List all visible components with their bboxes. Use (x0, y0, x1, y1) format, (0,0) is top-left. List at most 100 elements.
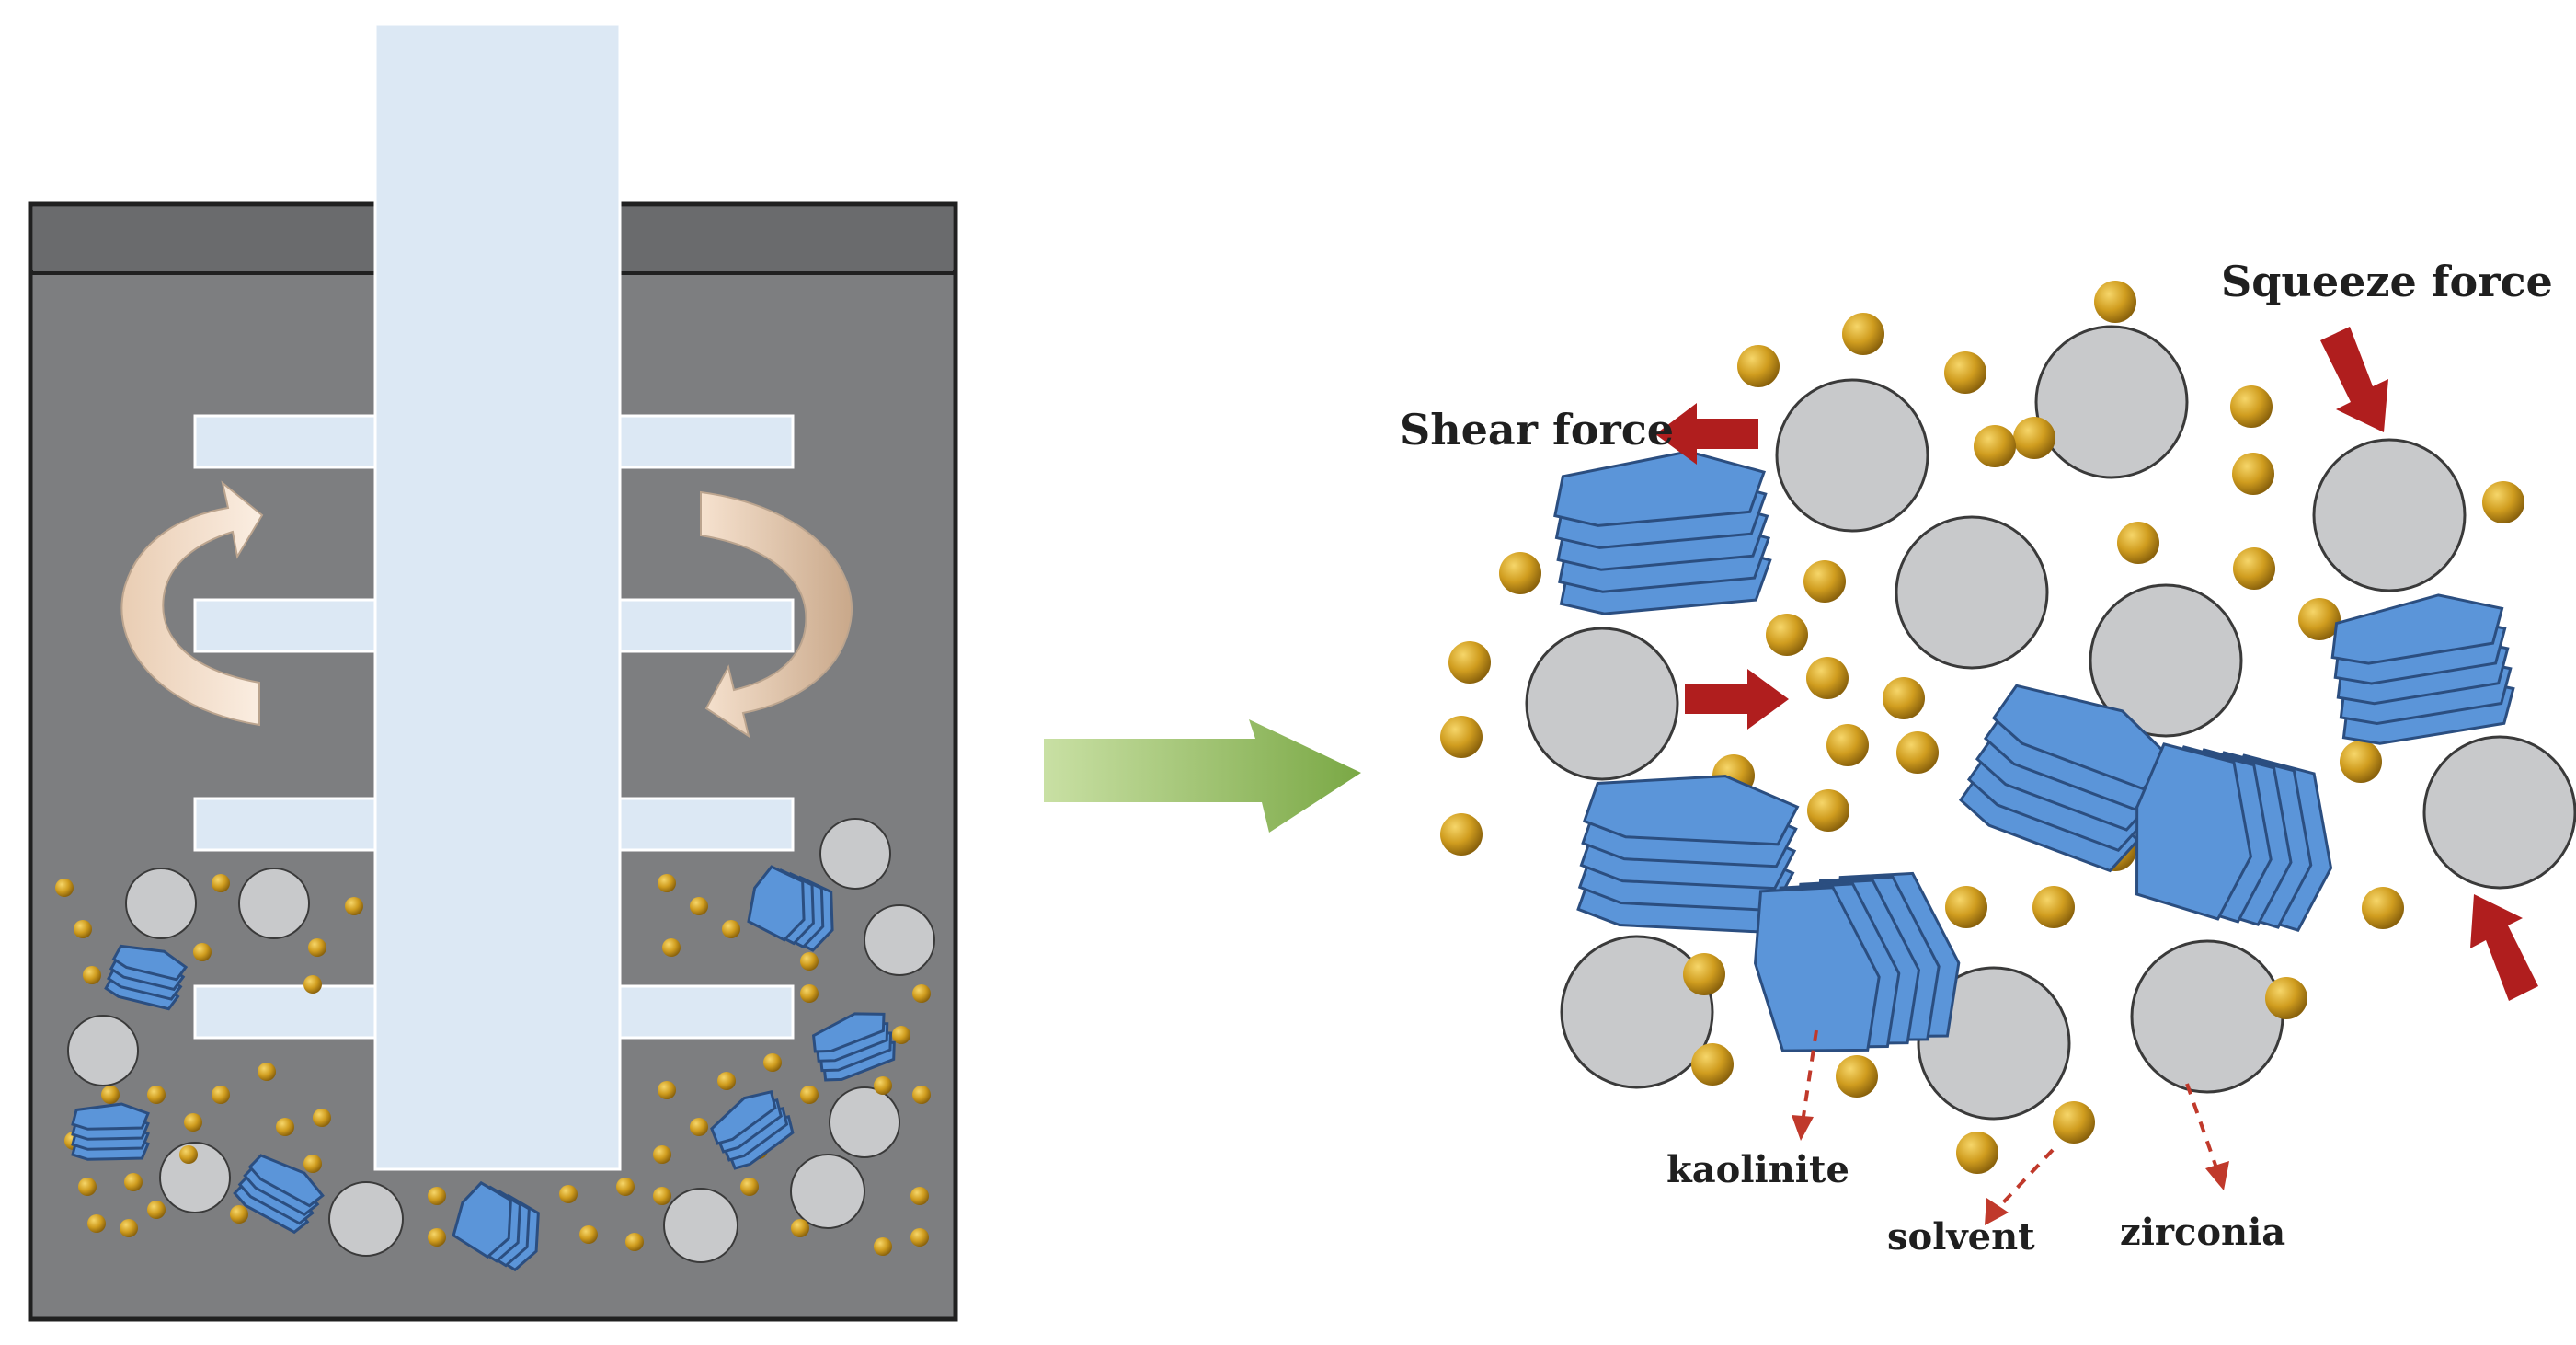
solvent-particle (303, 975, 322, 994)
solvent-particle (662, 938, 681, 957)
solvent-particle (345, 897, 363, 915)
squeeze-force-label: Squeeze force (2221, 257, 2553, 306)
kaolinite-layer (811, 1012, 886, 1053)
solvent-particle (2013, 417, 2055, 459)
curved-arrow-icon (700, 490, 853, 739)
kaolinite-stack (1553, 450, 1772, 615)
solvent-particle (912, 1086, 931, 1104)
pointer-kaolinite (1801, 1029, 1818, 1123)
pointer-zirconia-head (2205, 1161, 2229, 1190)
solvent-particle (763, 1053, 782, 1072)
solvent-particle (625, 1233, 644, 1251)
solvent-particle (2232, 453, 2274, 495)
zirconia-ball (864, 904, 935, 976)
zirconia-label: zirconia (2120, 1211, 2285, 1254)
zirconia-ball (790, 1154, 865, 1229)
solvent-particle (1956, 1132, 1998, 1174)
solvent-particle (722, 920, 740, 938)
solvent-particle (1803, 560, 1846, 603)
kaolinite-layer (71, 1102, 150, 1131)
solvent-particle (1836, 1055, 1878, 1098)
solvent-particle (303, 1155, 322, 1173)
solvent-particle (2230, 385, 2273, 428)
solvent-particle (1440, 716, 1483, 758)
zirconia-ball (2312, 438, 2467, 592)
zirconia-ball (1560, 935, 1714, 1089)
solvent-particle (101, 1086, 120, 1104)
kaolinite-stack (71, 1102, 150, 1161)
zirconia-ball (663, 1188, 738, 1263)
kaolinite-layer (1553, 450, 1767, 527)
kaolinite-layer (1582, 775, 1800, 846)
kaolinite-stack (104, 944, 189, 1011)
kaolinite-layer (747, 865, 806, 942)
shear-force-label: Shear force (1400, 405, 1674, 454)
kaolinite-layer (2330, 593, 2504, 665)
solvent-particle (2482, 481, 2524, 523)
kaolinite-layer (710, 1089, 777, 1145)
zirconia-ball (328, 1181, 404, 1257)
kaolinite-stack (710, 1089, 795, 1170)
solvent-particle (2340, 741, 2382, 783)
solvent-particle (1807, 789, 1849, 832)
kaolinite-layer (452, 1180, 512, 1259)
kaolinite-stack (233, 1154, 325, 1235)
zirconia-ball (125, 868, 197, 939)
kaolinite-layer (1754, 886, 1881, 1052)
solvent-particle (1896, 731, 1939, 774)
right-arrow-icon (1044, 719, 1361, 833)
pointer-solvent (1992, 1148, 2055, 1214)
pointer-kaolinite-head (1792, 1115, 1814, 1141)
solvent-particle (690, 897, 708, 915)
solvent-particle (2094, 281, 2136, 323)
solvent-particle (230, 1205, 248, 1224)
label-pointers (1792, 1029, 2229, 1225)
solvent-particle (313, 1109, 331, 1127)
solvent-label: solvent (1887, 1215, 2035, 1259)
solvent-particle (2032, 886, 2075, 928)
solvent-particle (2298, 598, 2341, 640)
solvent-particle (308, 938, 326, 957)
kaolinite-stack (1958, 684, 2173, 873)
kaolinite-stack (2135, 742, 2333, 932)
solvent-particle (653, 1145, 671, 1164)
kaolinite-stack (811, 1012, 896, 1082)
solvent-particle (258, 1063, 276, 1081)
solvent-particle (212, 1086, 230, 1104)
curved-arrow-icon (120, 480, 264, 727)
solvent-particle (1883, 677, 1925, 719)
mill-particles (55, 818, 935, 1272)
pointer-solvent-head (1985, 1198, 2009, 1225)
zirconia-ball (159, 1142, 231, 1213)
solvent-particle (1737, 345, 1780, 387)
zirconia-ball (819, 818, 891, 890)
solvent-particle (910, 1187, 929, 1205)
kaolinite-stack (1576, 775, 1800, 935)
zoomed-view (1440, 281, 2576, 1174)
solvent-particle (791, 1219, 809, 1237)
solvent-particle (1826, 724, 1869, 766)
zirconia-ball (1917, 966, 2071, 1121)
zirconia-ball (238, 868, 310, 939)
kaolinite-layer (247, 1154, 325, 1208)
solvent-particle (910, 1228, 929, 1247)
solvent-particle (1691, 1043, 1734, 1086)
solvent-particle (800, 1086, 819, 1104)
solvent-particle (912, 984, 931, 1003)
solvent-particle (1974, 425, 2016, 467)
solvent-particle (717, 1072, 736, 1090)
solvent-particle (2233, 547, 2275, 590)
stirrer-shaft (373, 22, 622, 1171)
solvent-particle (1806, 657, 1849, 699)
solvent-particle (1440, 813, 1483, 856)
kaolinite-stack (452, 1180, 540, 1272)
solvent-particle (120, 1219, 138, 1237)
solvent-particle (55, 879, 74, 897)
solvent-particle (276, 1118, 294, 1136)
pointer-zirconia (2185, 1083, 2220, 1174)
solvent-particle (179, 1145, 198, 1164)
kaolinite-stack (1754, 871, 1961, 1052)
zirconia-ball (2034, 325, 2189, 479)
